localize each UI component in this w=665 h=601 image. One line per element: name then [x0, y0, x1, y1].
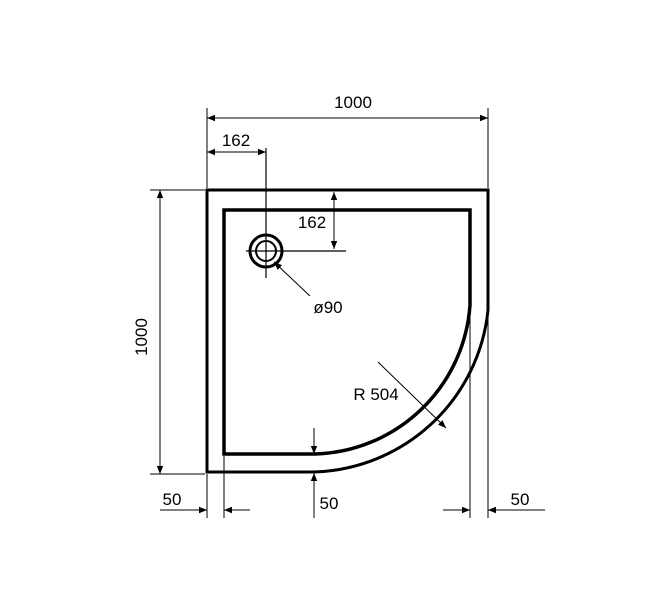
drain-diameter-leader: ø90: [273, 261, 343, 317]
overall-height-dimension: 1000: [132, 189, 205, 475]
radius-leader: R 504: [353, 361, 447, 429]
rim-left-dimension: 50: [160, 456, 250, 518]
drain-offset-x-dimension: 162: [207, 131, 266, 156]
drain-offset-x-label: 162: [222, 131, 250, 150]
drain: [246, 148, 346, 278]
drain-offset-y-dimension: 162: [298, 192, 338, 249]
overall-width-label: 1000: [334, 93, 372, 112]
tray-inner-basin: [222, 208, 472, 456]
overall-height-label: 1000: [132, 318, 151, 356]
rim-right-dimension: 50: [443, 310, 545, 518]
overall-width-dimension: 1000: [206, 93, 489, 188]
rim-left-label: 50: [163, 490, 182, 509]
drain-diameter-label: ø90: [313, 298, 342, 317]
rim-bottom-label: 50: [320, 494, 339, 513]
rim-bottom-dimension: 50: [310, 428, 339, 518]
rim-right-label: 50: [511, 490, 530, 509]
tray-outer-outline: [205, 188, 490, 474]
radius-label: R 504: [353, 385, 398, 404]
drain-offset-y-label: 162: [298, 213, 326, 232]
